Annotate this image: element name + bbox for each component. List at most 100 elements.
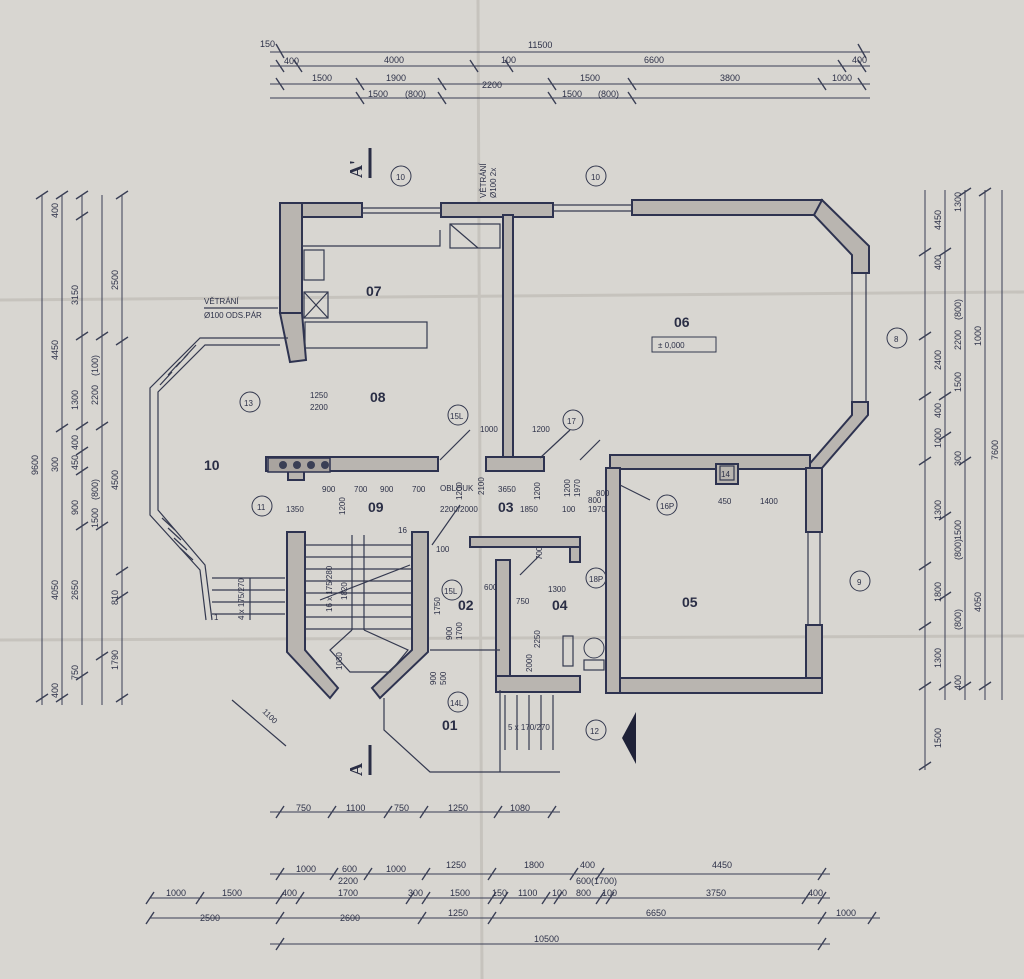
- dim-label: 1350: [286, 505, 304, 514]
- dim-label: 1700: [338, 888, 358, 898]
- door-mark: 16P: [660, 502, 674, 511]
- dim-label: 1200: [455, 482, 464, 500]
- level-label: ± 0,000: [658, 341, 685, 350]
- dim-label: 1800: [524, 860, 544, 870]
- dim-label: 4050: [50, 580, 60, 600]
- dim-label: 1700: [455, 622, 464, 640]
- section-mark-bottom: A: [346, 763, 366, 776]
- dim-label: 1200: [563, 479, 572, 497]
- dim-label: 1500: [312, 73, 332, 83]
- right-dimensions: 4450 400 2400 400 1000 1300 1800 1300 15…: [918, 187, 1003, 771]
- main-staircase: [305, 535, 412, 673]
- dim-total-top: 11500: [528, 40, 552, 50]
- bathroom-fixtures: [562, 635, 605, 671]
- dim-label: 1250: [446, 860, 466, 870]
- dim-label: 1200: [532, 425, 550, 434]
- room-06-label: 06: [674, 314, 690, 330]
- dim-label: 400: [852, 55, 867, 65]
- dim-label: 1200: [533, 482, 542, 500]
- dim-label: 900: [380, 485, 394, 494]
- dim-label: 4450: [50, 340, 60, 360]
- room-10-outline: [149, 337, 288, 621]
- section-marks: A' A: [346, 148, 372, 776]
- dim-label: 4050: [973, 592, 983, 612]
- door-mark: 11: [257, 503, 266, 512]
- section-mark-top: A': [346, 160, 366, 178]
- dim-label: 750: [296, 803, 311, 813]
- dim-label: 300: [50, 457, 60, 472]
- dim-label: 900: [445, 626, 454, 640]
- dim-label: 1970: [573, 479, 582, 497]
- dim-label: 1000: [933, 428, 943, 448]
- dim-label: 700: [412, 485, 426, 494]
- room-08-label: 08: [370, 389, 386, 405]
- dim-label: 1250: [448, 803, 468, 813]
- dim-label: 4450: [933, 210, 943, 230]
- dim-label: 1000: [836, 908, 856, 918]
- dim-label: 400: [50, 203, 60, 218]
- dim-label: 2100: [477, 477, 486, 495]
- dim-label: 6600: [644, 55, 664, 65]
- door-mark: 15L: [444, 587, 458, 596]
- dim-label: 1850: [520, 505, 538, 514]
- dim-label: 1800: [933, 582, 943, 602]
- dim-label: 1500: [90, 508, 100, 528]
- stair-top-num: 16: [398, 526, 407, 535]
- dim-label: (800): [405, 89, 426, 99]
- dim-label: 100: [602, 888, 617, 898]
- ventilation-note-top: VĚTRÁNÍ: [479, 163, 488, 198]
- dim-label: 400: [953, 675, 963, 690]
- arch-note: OBLOUK: [440, 484, 474, 493]
- room-07-label: 07: [366, 283, 382, 299]
- grid-mark: 8: [894, 335, 899, 344]
- dim-label: 1000: [386, 864, 406, 874]
- room-10-label: 10: [204, 457, 220, 473]
- dim-label: 150: [260, 39, 275, 49]
- dim-label: 1100: [518, 888, 537, 898]
- dim-label: 2000: [525, 654, 534, 672]
- fold-line: [0, 634, 1024, 642]
- door-mark: 18P: [589, 575, 603, 584]
- door-mark: 13: [244, 399, 253, 408]
- dim-label: 1500: [368, 89, 388, 99]
- grid-mark: 10: [396, 173, 405, 182]
- dim-label: 1300: [70, 390, 80, 410]
- dim-label: 1000: [973, 326, 983, 346]
- dim-label: 100: [436, 545, 450, 554]
- door-mark: 17: [567, 417, 576, 426]
- dim-label: 900: [70, 500, 80, 515]
- north-arrow-icon: [622, 712, 636, 764]
- dim-label: 1500: [450, 888, 470, 898]
- room-01-label: 01: [442, 717, 458, 733]
- dim-label: 1750: [433, 597, 442, 615]
- dim-label: 300: [408, 888, 423, 898]
- dim-label: 400: [933, 255, 943, 270]
- dim-label: 1000: [166, 888, 186, 898]
- dim-label: (800): [953, 299, 963, 320]
- fold-line: [476, 0, 484, 979]
- dim-label: 1030: [335, 652, 344, 670]
- dim-label: 9600: [30, 455, 40, 475]
- grid-mark: 9: [857, 578, 862, 587]
- dim-label: 750: [516, 597, 530, 606]
- dim-label: 500: [439, 671, 448, 685]
- dim-label: 4500: [110, 470, 120, 490]
- dim-label: (800): [90, 479, 100, 500]
- dim-label: 2200: [953, 330, 963, 350]
- dim-label: 400: [284, 56, 299, 66]
- level-marker: ± 0,000: [651, 336, 717, 353]
- dim-label: 800: [596, 489, 610, 498]
- dim-label: 450: [718, 497, 732, 506]
- dim-label: 600: [484, 583, 498, 592]
- mark-circles: 10 10 8 9 12 13 15L 17 16P 18P 11 14L 14…: [239, 165, 908, 741]
- dim-label: 700: [354, 485, 368, 494]
- dim-label: 450: [70, 455, 80, 470]
- dim-label: 400: [933, 403, 943, 418]
- stair-spec-main: 16 x 175/280: [325, 565, 334, 612]
- room-labels: 01 02 03 04 05 06 07 08 09 10: [204, 283, 698, 733]
- dim-label: 700: [535, 546, 544, 560]
- dim-label: 2400: [933, 350, 943, 370]
- dim-label: 2200: [90, 385, 100, 405]
